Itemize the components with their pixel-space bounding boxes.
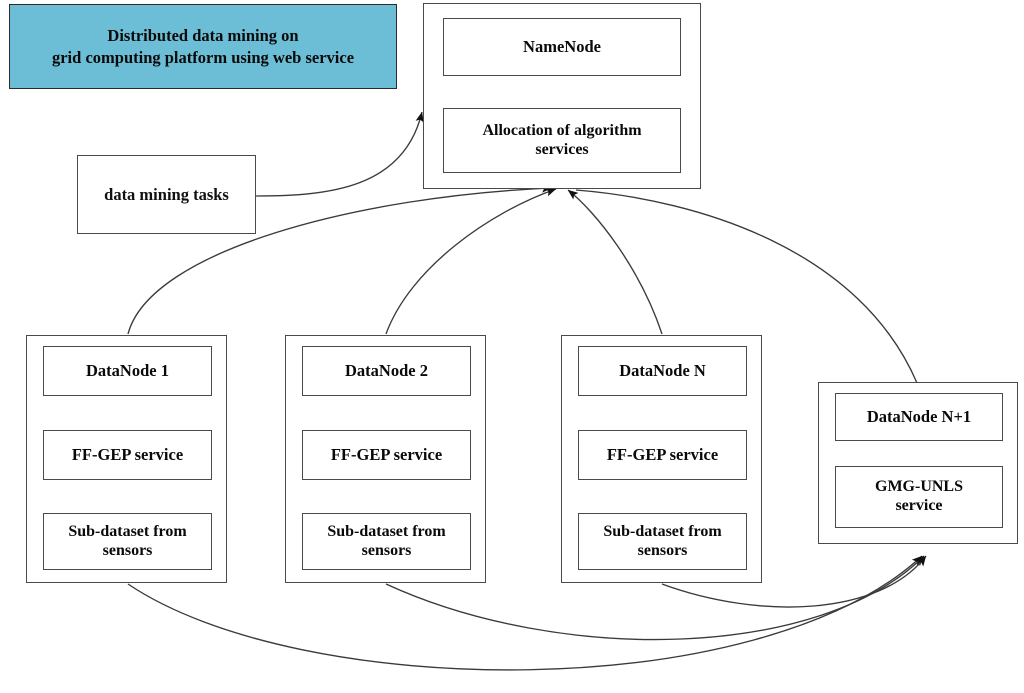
datanode-2-dataset-line-1: Sub-dataset from	[327, 522, 446, 540]
datanode-2-title-label: DataNode 2	[345, 361, 428, 381]
namenode-title-box: NameNode	[443, 18, 681, 76]
datanode-1-dataset-line-2: sensors	[102, 541, 153, 559]
edge-datanoden-to-namenode	[567, 189, 663, 335]
datanode-1-title-label: DataNode 1	[86, 361, 169, 381]
title-line-1: Distributed data mining on	[107, 26, 299, 46]
datanode-2-service-box: FF-GEP service	[302, 430, 471, 480]
datanode-1-service-box: FF-GEP service	[43, 430, 212, 480]
datanode-n-dataset-box: Sub-dataset from sensors	[578, 513, 747, 570]
edge-tasks-to-namenode	[255, 111, 424, 197]
datanode-np1-title-label: DataNode N+1	[866, 407, 972, 427]
gmg-unls-line-2: service	[895, 497, 943, 514]
diagram-title-banner: Distributed data mining on grid computin…	[9, 4, 397, 89]
datanode-n-title-box: DataNode N	[578, 346, 747, 396]
data-mining-tasks-label: data mining tasks	[104, 184, 229, 204]
datanode-n-title-label: DataNode N	[619, 361, 706, 381]
title-line-2: grid computing platform using web servic…	[51, 47, 355, 67]
datanode-n-service-box: FF-GEP service	[578, 430, 747, 480]
datanode-1-title-box: DataNode 1	[43, 346, 212, 396]
datanode-n-dataset-line-2: sensors	[637, 541, 688, 559]
datanode-1-service-label: FF-GEP service	[71, 445, 184, 465]
datanode-n-dataset-line-1: Sub-dataset from	[603, 522, 722, 540]
datanode-2-dataset-line-2: sensors	[361, 541, 412, 559]
namenode-title-label: NameNode	[523, 37, 601, 57]
datanode-2-service-label: FF-GEP service	[330, 445, 443, 465]
datanode-np1-container: DataNode N+1 GMG-UNLS service	[818, 382, 1018, 544]
datanode-n-container: DataNode N FF-GEP service Sub-dataset fr…	[561, 335, 762, 583]
namenode-allocation-box: Allocation of algorithm services	[443, 108, 681, 173]
edge-datanode1-to-gmg	[127, 555, 923, 671]
datanode-np1-title-box: DataNode N+1	[835, 393, 1003, 441]
namenode-container: NameNode Allocation of algorithm service…	[423, 3, 701, 189]
datanode-2-container: DataNode 2 FF-GEP service Sub-dataset fr…	[285, 335, 486, 583]
gmg-unls-line-1: GMG-UNLS	[875, 478, 963, 496]
datanode-n-service-label: FF-GEP service	[606, 445, 719, 465]
allocation-line-2: services	[535, 140, 589, 158]
datanode-1-container: DataNode 1 FF-GEP service Sub-dataset fr…	[26, 335, 227, 583]
gmg-unls-service-box: GMG-UNLS service	[835, 466, 1003, 528]
data-mining-tasks-box: data mining tasks	[77, 155, 256, 234]
datanode-2-title-box: DataNode 2	[302, 346, 471, 396]
allocation-line-1: Allocation of algorithm	[482, 121, 642, 139]
edge-datanode2-to-namenode	[385, 188, 557, 335]
datanode-1-dataset-line-1: Sub-dataset from	[68, 522, 187, 540]
datanode-2-dataset-box: Sub-dataset from sensors	[302, 513, 471, 570]
datanode-1-dataset-box: Sub-dataset from sensors	[43, 513, 212, 570]
